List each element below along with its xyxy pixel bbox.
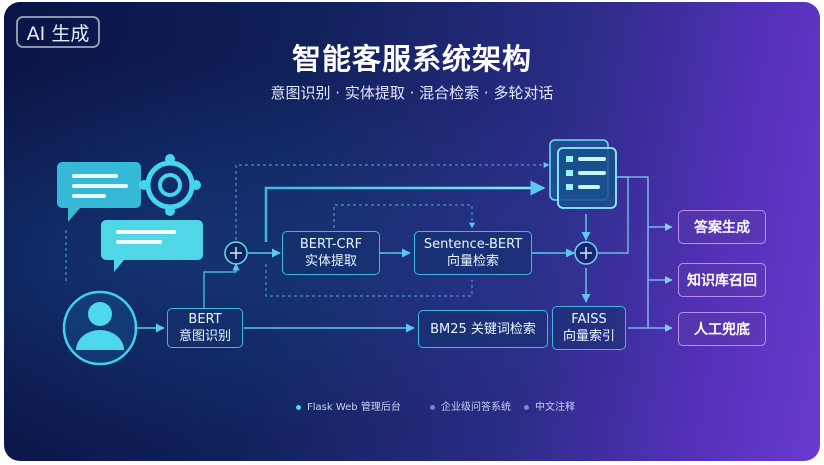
- node-bert-line2: 意图识别: [178, 329, 231, 344]
- node-bm25: BM25 关键词检索: [418, 310, 548, 348]
- dashed-lower-loop: [265, 264, 473, 297]
- node-bertcrf-line2: 实体提取: [304, 254, 357, 269]
- footer-item-comments: 中文注释: [524, 398, 575, 413]
- node-faiss-line1: FAISS: [571, 312, 607, 327]
- node-faiss: FAISS 向量索引: [552, 306, 626, 350]
- footer-label-comments: 中文注释: [535, 402, 575, 413]
- target-icon: [139, 154, 201, 216]
- page-title: 智能客服系统架构: [291, 42, 532, 76]
- node-bert-line1: BERT: [188, 312, 222, 327]
- footer-label-flask: Flask Web 管理后台: [307, 402, 401, 413]
- output-answer-generation: 答案生成: [678, 210, 766, 244]
- footer-dot: [524, 404, 529, 410]
- node-faiss-line2: 向量索引: [562, 329, 615, 344]
- edge-docs-to-outputs: [616, 176, 649, 328]
- chat-bubbles-icon: [57, 162, 203, 272]
- dashed-plus-up: [235, 162, 550, 240]
- merge-plus-icon: [224, 241, 248, 265]
- node-bert-intent: BERT 意图识别: [167, 308, 243, 348]
- node-sbert-line2: 向量检索: [446, 254, 499, 269]
- diagram-canvas: AI 生成 智能客服系统架构 意图识别 · 实体提取 · 混合检索 · 多轮对话: [4, 2, 820, 461]
- node-bm25-label: BM25 关键词检索: [430, 321, 536, 337]
- edge-bert-to-plus: [203, 263, 240, 308]
- footer-label-enterprise: 企业级问答系统: [441, 402, 511, 413]
- edge-top-to-docs: [264, 180, 546, 242]
- footer-item-flask: Flask Web 管理后台: [296, 398, 401, 413]
- connector-layer: [57, 139, 673, 366]
- dashed-arc-top: [333, 204, 475, 229]
- footer-dot: [296, 404, 301, 410]
- page-subtitle: 意图识别 · 实体提取 · 混合检索 · 多轮对话: [270, 84, 554, 102]
- node-sentence-bert: Sentence-BERT 向量检索: [414, 231, 532, 275]
- document-stack-icon: [549, 139, 617, 209]
- node-sbert-line1: Sentence-BERT: [423, 237, 523, 252]
- ai-generated-badge: AI 生成: [16, 16, 100, 48]
- output-human-fallback: 人工兜底: [678, 312, 766, 346]
- user-avatar-icon: [62, 290, 138, 366]
- output-kb-recall: 知识库召回: [678, 263, 766, 297]
- node-bert-crf: BERT-CRF 实体提取: [282, 231, 380, 275]
- node-bertcrf-line1: BERT-CRF: [299, 237, 363, 252]
- merge-plus-icon: [574, 241, 598, 265]
- footer-dot: [430, 404, 435, 410]
- footer-item-enterprise: 企业级问答系统: [430, 398, 511, 413]
